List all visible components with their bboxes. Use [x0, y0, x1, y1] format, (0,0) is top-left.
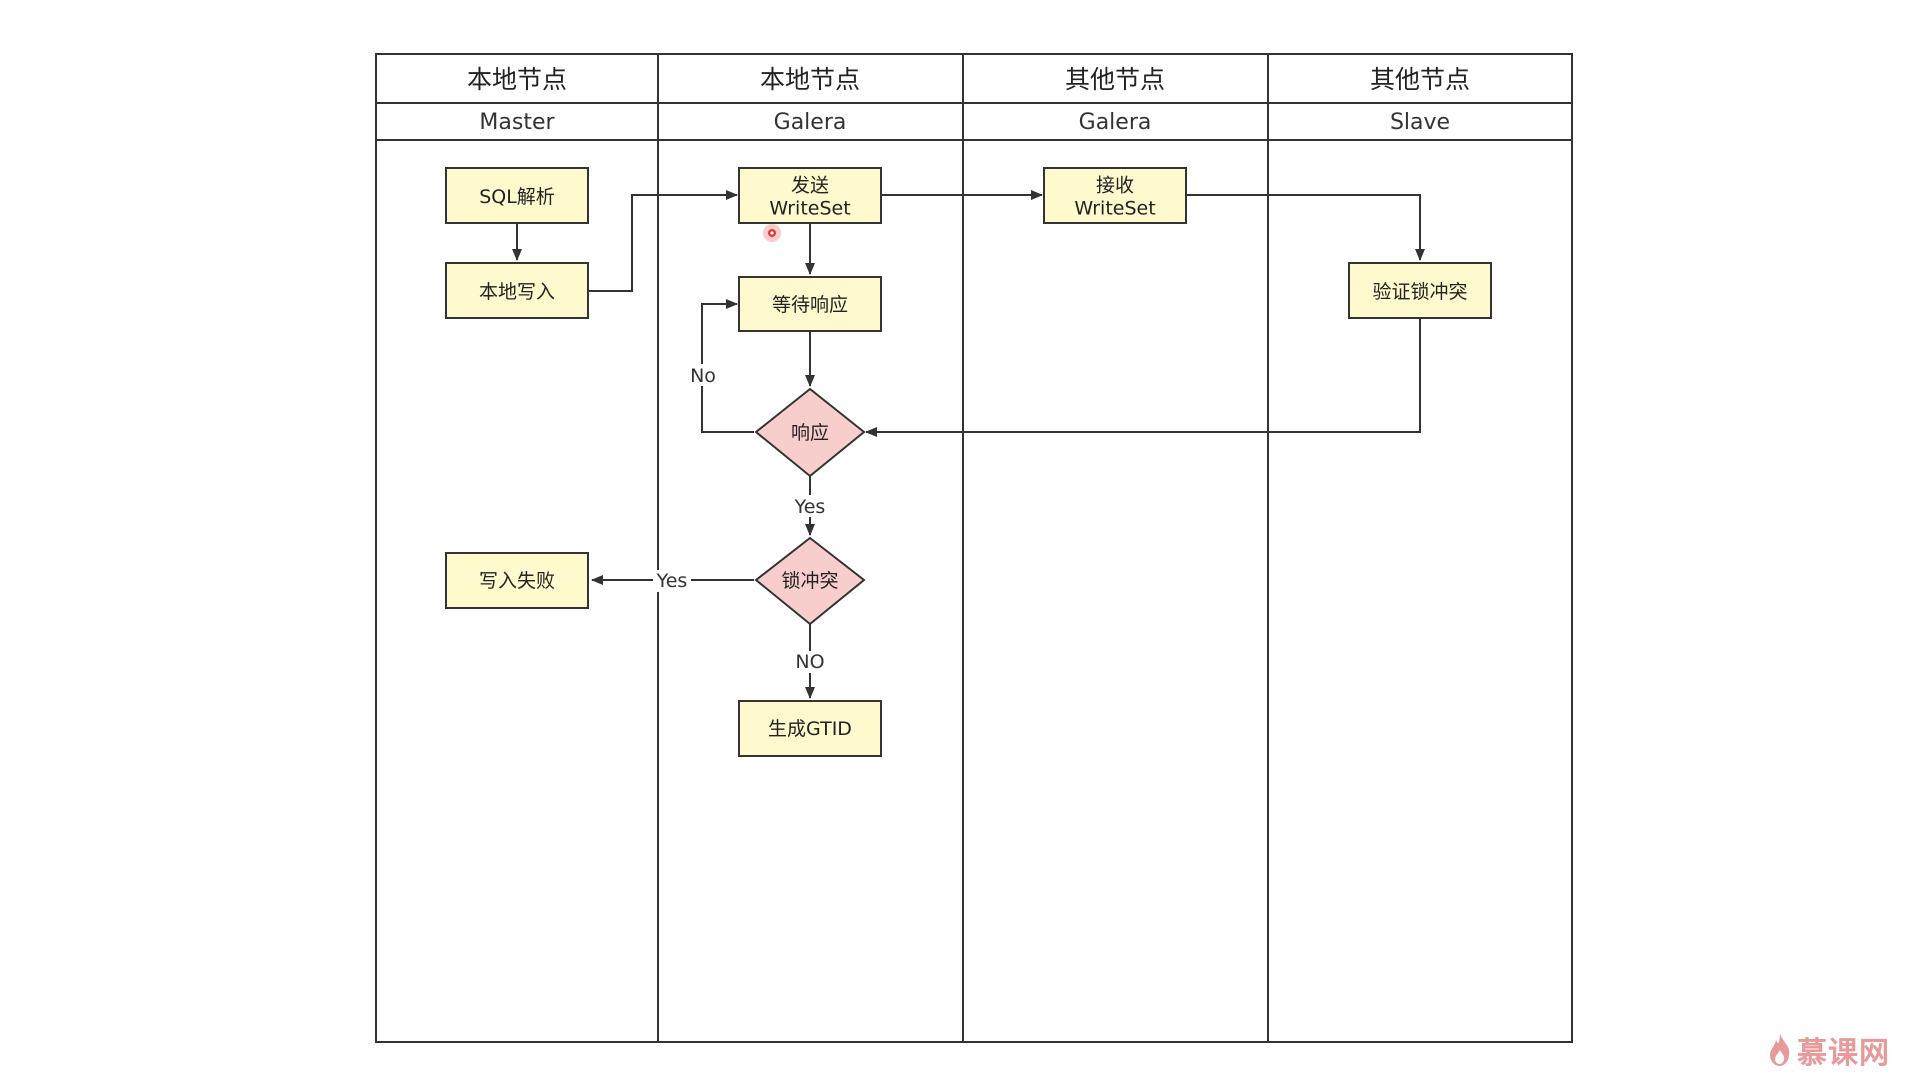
lane-title-3: 其他节点 — [1065, 65, 1165, 94]
lane-sub-2: Galera — [774, 110, 847, 135]
node-write-fail-label: 写入失败 — [479, 570, 555, 592]
edge-label-no: No — [690, 365, 716, 387]
node-label-line: 本地写入 — [479, 281, 555, 303]
node-write-fail: 写入失败 — [445, 552, 589, 609]
lane-title-2: 本地节点 — [760, 65, 860, 94]
node-label-line: 验证锁冲突 — [1372, 281, 1467, 303]
node-wait-response-label: 等待响应 — [772, 294, 848, 316]
node-label-line: 写入失败 — [479, 570, 555, 592]
flame-icon — [1770, 1034, 1790, 1066]
node-label-line: 锁冲突 — [781, 570, 838, 592]
node-sql-parse-label: SQL解析 — [479, 186, 555, 208]
edge-verify-to-response — [865, 318, 1421, 437]
frame-border — [375, 53, 1573, 1043]
node-response: 响应 — [754, 387, 866, 478]
watermark: 慕课网 — [1767, 1028, 1890, 1072]
edges — [512, 190, 1425, 699]
swimlane-frame — [375, 53, 1573, 1043]
lane-title-1: 本地节点 — [467, 65, 567, 94]
watermark-text: 慕课网 — [1797, 1036, 1890, 1071]
node-local-write: 本地写入 — [445, 262, 589, 319]
node-local-write-label: 本地写入 — [479, 281, 555, 303]
node-label-line: 响应 — [791, 422, 829, 444]
edge-write-to-send — [588, 190, 738, 292]
node-wait-response: 等待响应 — [738, 276, 882, 332]
node-gen-gtid: 生成GTID — [738, 700, 882, 757]
node-lock-conflict: 锁冲突 — [754, 536, 866, 626]
lane-title-4: 其他节点 — [1370, 65, 1470, 94]
node-gen-gtid-label: 生成GTID — [768, 718, 852, 740]
node-response-label: 响应 — [791, 422, 829, 444]
lane-sub-4: Slave — [1390, 110, 1450, 135]
node-verify-lock-label: 验证锁冲突 — [1372, 281, 1467, 303]
edge-label-yes-left: Yes — [656, 570, 688, 592]
node-label-line: WriteSet — [1074, 198, 1155, 220]
edge-label-no-down: NO — [795, 651, 824, 673]
edge-label-yes-down: Yes — [794, 496, 826, 518]
node-label-line: 接收 — [1096, 175, 1134, 197]
node-label-line: 发送 — [791, 175, 829, 197]
lane-sub-1: Master — [479, 110, 555, 135]
node-label-line: 生成GTID — [768, 718, 852, 740]
node-sql-parse: SQL解析 — [445, 167, 589, 224]
node-lock-conflict-label: 锁冲突 — [781, 570, 838, 592]
node-verify-lock: 验证锁冲突 — [1348, 262, 1492, 319]
lane-sub-3: Galera — [1079, 110, 1152, 135]
node-label-line: SQL解析 — [479, 186, 555, 208]
node-label-line: 等待响应 — [772, 294, 848, 316]
cursor-indicator — [763, 224, 781, 242]
edge-recv-to-verify — [1186, 194, 1425, 261]
node-label-line: WriteSet — [769, 198, 850, 220]
